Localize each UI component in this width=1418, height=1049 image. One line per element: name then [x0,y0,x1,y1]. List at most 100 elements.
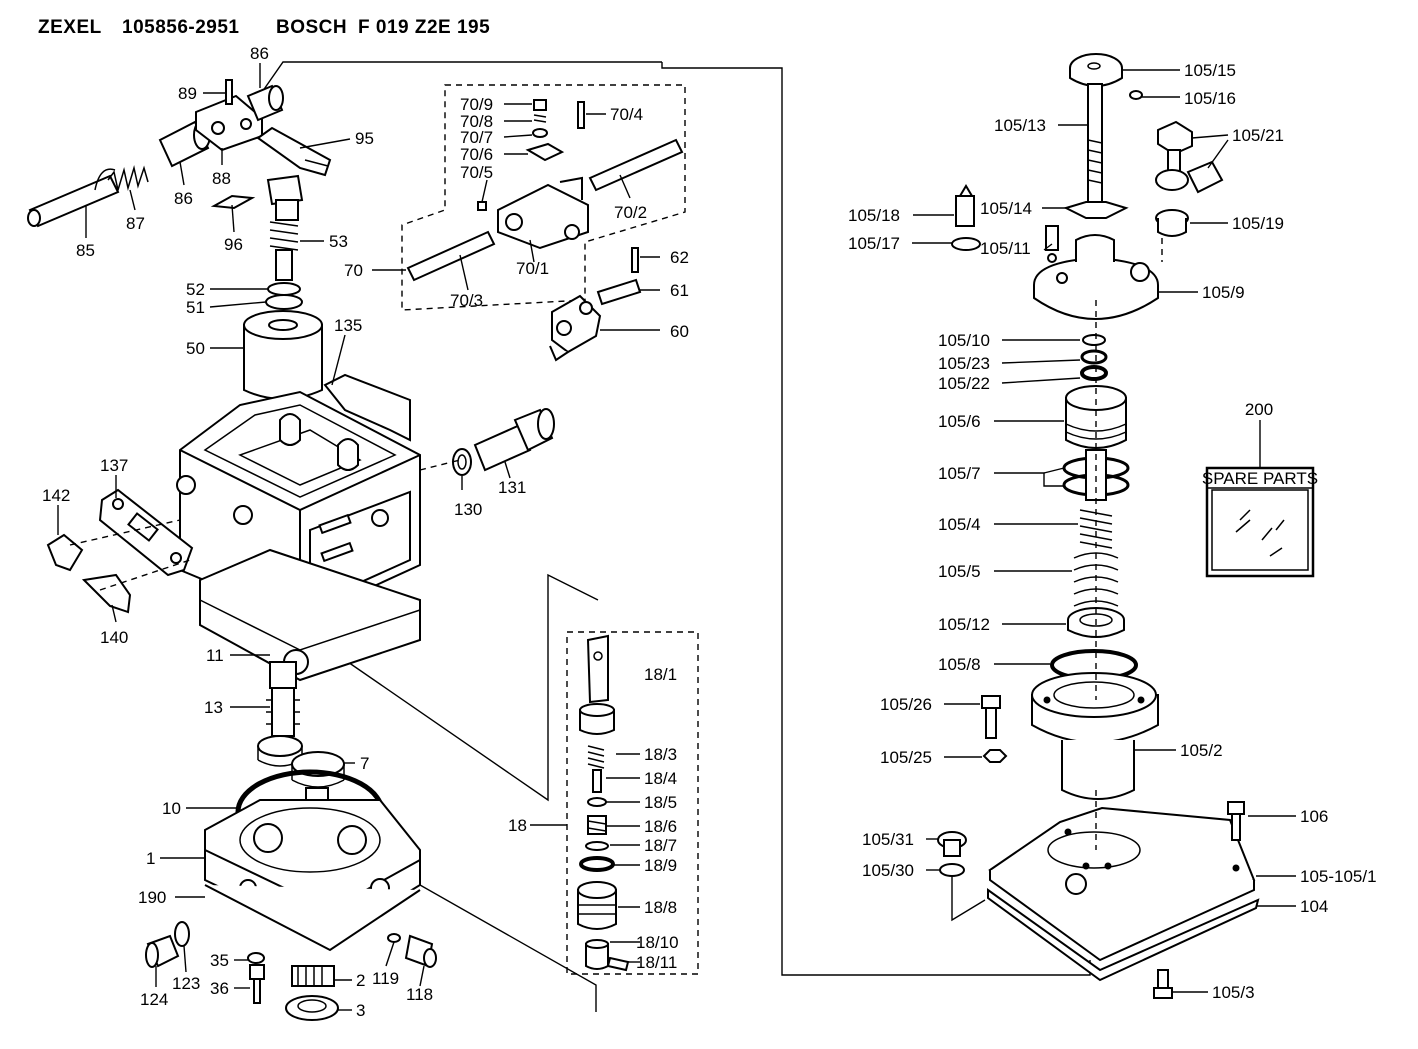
rod-105-13 [1087,83,1103,205]
base-plate-105-1 [988,806,1256,962]
callout-104: 104 [1300,897,1328,916]
bolt-105-3 [1153,969,1173,999]
callout-105-12: 105/12 [938,615,990,634]
gasket-104 [987,888,1260,982]
callout-135: 135 [334,316,362,335]
callout-95: 95 [355,129,374,148]
lower-drive-assembly [145,661,437,1021]
housing-1 [204,799,421,952]
callout-105-31: 105/31 [862,830,914,849]
nut-105-25 [982,749,1008,763]
callout-105-23: 105/23 [938,354,990,373]
bracket-142 [46,533,84,572]
callout-105-9: 105/9 [1202,283,1245,302]
bolt-106 [1227,801,1245,841]
leader-lines [57,63,1296,1011]
callout-61: 61 [670,281,689,300]
body-18-10 [585,939,609,970]
callout-130: 130 [454,500,482,519]
spring-70-8 [533,114,547,123]
callout-105-4: 105/4 [938,515,981,534]
callout-119: 119 [372,969,399,988]
callout-18-1: 18/1 [644,665,677,684]
bolt-35 [247,952,265,964]
callout-18-9: 18/9 [644,856,677,875]
seal-3 [285,995,339,1021]
callout-18-8: 18/8 [644,898,677,917]
callout-70-1: 70/1 [516,259,549,278]
washer-105-30 [939,863,965,877]
callout-105-14: 105/14 [980,199,1032,218]
link-60 [549,294,602,362]
lever-95 [256,126,332,177]
callout-70-9: 70/9 [460,95,493,114]
callout-105-5: 105/5 [938,562,981,581]
washer-119 [387,933,401,943]
screw-70-9 [533,99,547,111]
bolt-105-31 [937,831,967,857]
callout-70-3: 70/3 [450,291,483,310]
pin-89 [225,79,233,105]
callout-105-22: 105/22 [938,374,990,393]
callout-200: 200 [1245,400,1273,419]
header-bosch-label: BOSCH [276,17,347,38]
pin-70-5 [477,201,487,211]
spare-parts-box: SPARE PARTS 200 [1202,400,1318,578]
callout-1: 1 [146,849,155,868]
callout-70-2: 70/2 [614,203,647,222]
callout-18-5: 18/5 [644,793,677,812]
washer-52 [267,282,301,296]
callout-190: 190 [138,888,166,907]
callout-86-upper: 86 [250,44,269,63]
washer-105-17 [951,237,981,251]
side-cover-group [46,488,194,614]
shaft-70-3 [406,230,496,282]
callout-13: 13 [204,698,223,717]
bearing-2 [291,965,335,987]
callout-70-5: 70/5 [460,163,493,182]
shaft-85 [27,174,120,228]
callout-105-16: 105/16 [1184,89,1236,108]
callout-labels: 89 86 95 88 86 87 85 96 53 52 51 50 135 … [42,44,1377,1020]
callout-105-30: 105/30 [862,861,914,880]
valve-105-19 [1155,209,1189,237]
callout-105-3: 105/3 [1212,983,1255,1002]
callout-18-6: 18/6 [644,817,677,836]
header-brand: ZEXEL [38,17,102,38]
callout-70-7: 70/7 [460,128,493,147]
valve-131 [473,408,555,472]
sleeve-86-upper [246,84,284,122]
screw-105-11 [1045,225,1059,251]
ring-105-10 [1082,334,1106,346]
knob-105-15 [1069,53,1123,87]
fitting-105-21 [1155,160,1224,194]
callout-35: 35 [210,951,229,970]
callout-18-3: 18/3 [644,745,677,764]
pushrod-53 [266,174,304,281]
screw-105-16 [1129,90,1143,100]
callout-18-7: 18/7 [644,836,677,855]
seal-130 [452,448,472,476]
callout-50: 50 [186,339,205,358]
spring-87 [94,165,149,193]
callout-10: 10 [162,799,181,818]
bolt-36 [249,964,265,1004]
callout-85: 85 [76,241,95,260]
callout-18: 18 [508,816,527,835]
callout-105-13: 105/13 [994,116,1046,135]
callout-105-18: 105/18 [848,206,900,225]
callout-124: 124 [140,990,168,1009]
ring-18-7 [585,841,609,851]
callout-36: 36 [210,979,229,998]
callout-96: 96 [224,235,243,254]
clip-70-6 [525,142,565,162]
linkage-assembly [27,79,332,400]
callout-70-6: 70/6 [460,145,493,164]
callout-2: 2 [356,971,365,990]
callout-89: 89 [178,84,197,103]
shaft-13 [266,661,300,737]
oring-18-9 [579,856,615,872]
pin-18-4 [592,769,602,793]
breather-105-18 [955,184,975,227]
